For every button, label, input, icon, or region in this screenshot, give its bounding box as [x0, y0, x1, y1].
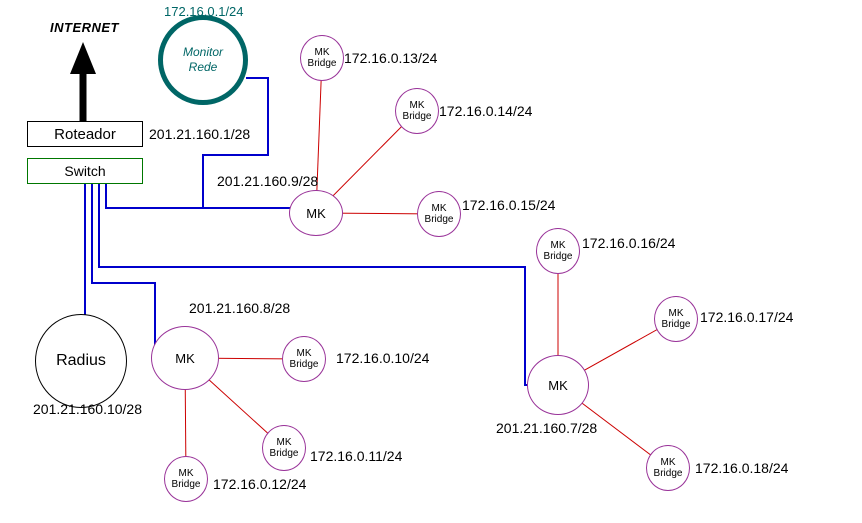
- mk-bridge-14-node: MK Bridge: [395, 88, 439, 134]
- monitor-link-line: [202, 77, 269, 208]
- internet-label: INTERNET: [50, 20, 119, 35]
- bridge12-label-line1: MK: [178, 468, 194, 479]
- bridge14-ip-label: 172.16.0.14/24: [439, 103, 533, 119]
- mk-bridge-16-node: MK Bridge: [536, 228, 580, 274]
- radius-ip-label: 201.21.160.10/28: [33, 401, 142, 417]
- router-label: Roteador: [54, 125, 116, 143]
- mk9-bridge13-line: [315, 57, 323, 214]
- bridge11-label-line2: Bridge: [269, 448, 299, 459]
- bridge10-label-line2: Bridge: [289, 359, 319, 370]
- mk-bridge-17-node: MK Bridge: [654, 296, 698, 342]
- bridge18-ip-label: 172.16.0.18/24: [695, 460, 789, 476]
- router-node: Roteador: [27, 121, 143, 147]
- mk-router-7-node: MK: [527, 355, 589, 415]
- bridge11-label-line1: MK: [276, 437, 292, 448]
- bridge17-label-line2: Bridge: [661, 319, 691, 330]
- bridge15-label-line1: MK: [431, 203, 447, 214]
- mk9-ip-label: 201.21.160.9/28: [217, 173, 319, 189]
- bridge17-ip-label: 172.16.0.17/24: [700, 309, 794, 325]
- mk-bridge-15-node: MK Bridge: [417, 191, 461, 237]
- router-ip-label: 201.21.160.1/28: [149, 126, 251, 142]
- mk-router-9-node: MK: [289, 190, 343, 236]
- mk-bridge-18-node: MK Bridge: [646, 445, 690, 491]
- bridge15-ip-label: 172.16.0.15/24: [462, 197, 556, 213]
- switch-node: Switch: [27, 158, 143, 184]
- bridge14-label-line1: MK: [409, 100, 425, 111]
- radius-node: Radius: [35, 314, 127, 408]
- bridge18-label-line2: Bridge: [653, 468, 683, 479]
- mk8-ip-label: 201.21.160.8/28: [189, 300, 291, 316]
- bridge13-label-line1: MK: [314, 47, 330, 58]
- mk9-label: MK: [306, 205, 326, 221]
- switch-label: Switch: [64, 163, 106, 179]
- monitor-node: Monitor Rede: [158, 15, 248, 105]
- bridge12-ip-label: 172.16.0.12/24: [213, 476, 307, 492]
- monitor-label-line1: Monitor: [182, 45, 223, 59]
- bridge13-ip-label: 172.16.0.13/24: [344, 50, 438, 66]
- monitor-label-line2: Rede: [188, 60, 218, 74]
- bridge10-label-line1: MK: [296, 348, 312, 359]
- bridge10-ip-label: 172.16.0.10/24: [336, 350, 430, 366]
- mk-bridge-13-node: MK Bridge: [300, 35, 344, 81]
- bridge16-ip-label: 172.16.0.16/24: [582, 235, 676, 251]
- up-arrow-icon: [70, 42, 96, 123]
- mk7-ip-label: 201.21.160.7/28: [496, 420, 598, 436]
- switch-to-mk8-line: [91, 184, 156, 345]
- mk-router-8-node: MK: [151, 326, 219, 390]
- mk-bridge-10-node: MK Bridge: [282, 336, 326, 382]
- bridge13-label-line2: Bridge: [307, 58, 337, 69]
- bridge15-label-line2: Bridge: [424, 214, 454, 225]
- bridge16-label-line2: Bridge: [543, 251, 573, 262]
- monitor-ip-label: 172.16.0.1/24: [164, 4, 244, 19]
- mk-bridge-12-node: MK Bridge: [164, 456, 208, 502]
- bridge18-label-line1: MK: [660, 457, 676, 468]
- switch-to-mk9-line: [105, 184, 290, 209]
- bridge16-label-line1: MK: [550, 240, 566, 251]
- bridge14-label-line2: Bridge: [402, 111, 432, 122]
- radius-label: Radius: [56, 352, 106, 369]
- bridge17-label-line1: MK: [668, 308, 684, 319]
- mk-bridge-11-node: MK Bridge: [262, 425, 306, 471]
- mk8-label: MK: [175, 350, 195, 366]
- mk7-label: MK: [548, 377, 568, 393]
- bridge11-ip-label: 172.16.0.11/24: [310, 448, 403, 464]
- switch-links: [84, 77, 558, 386]
- bridge12-label-line2: Bridge: [171, 479, 201, 490]
